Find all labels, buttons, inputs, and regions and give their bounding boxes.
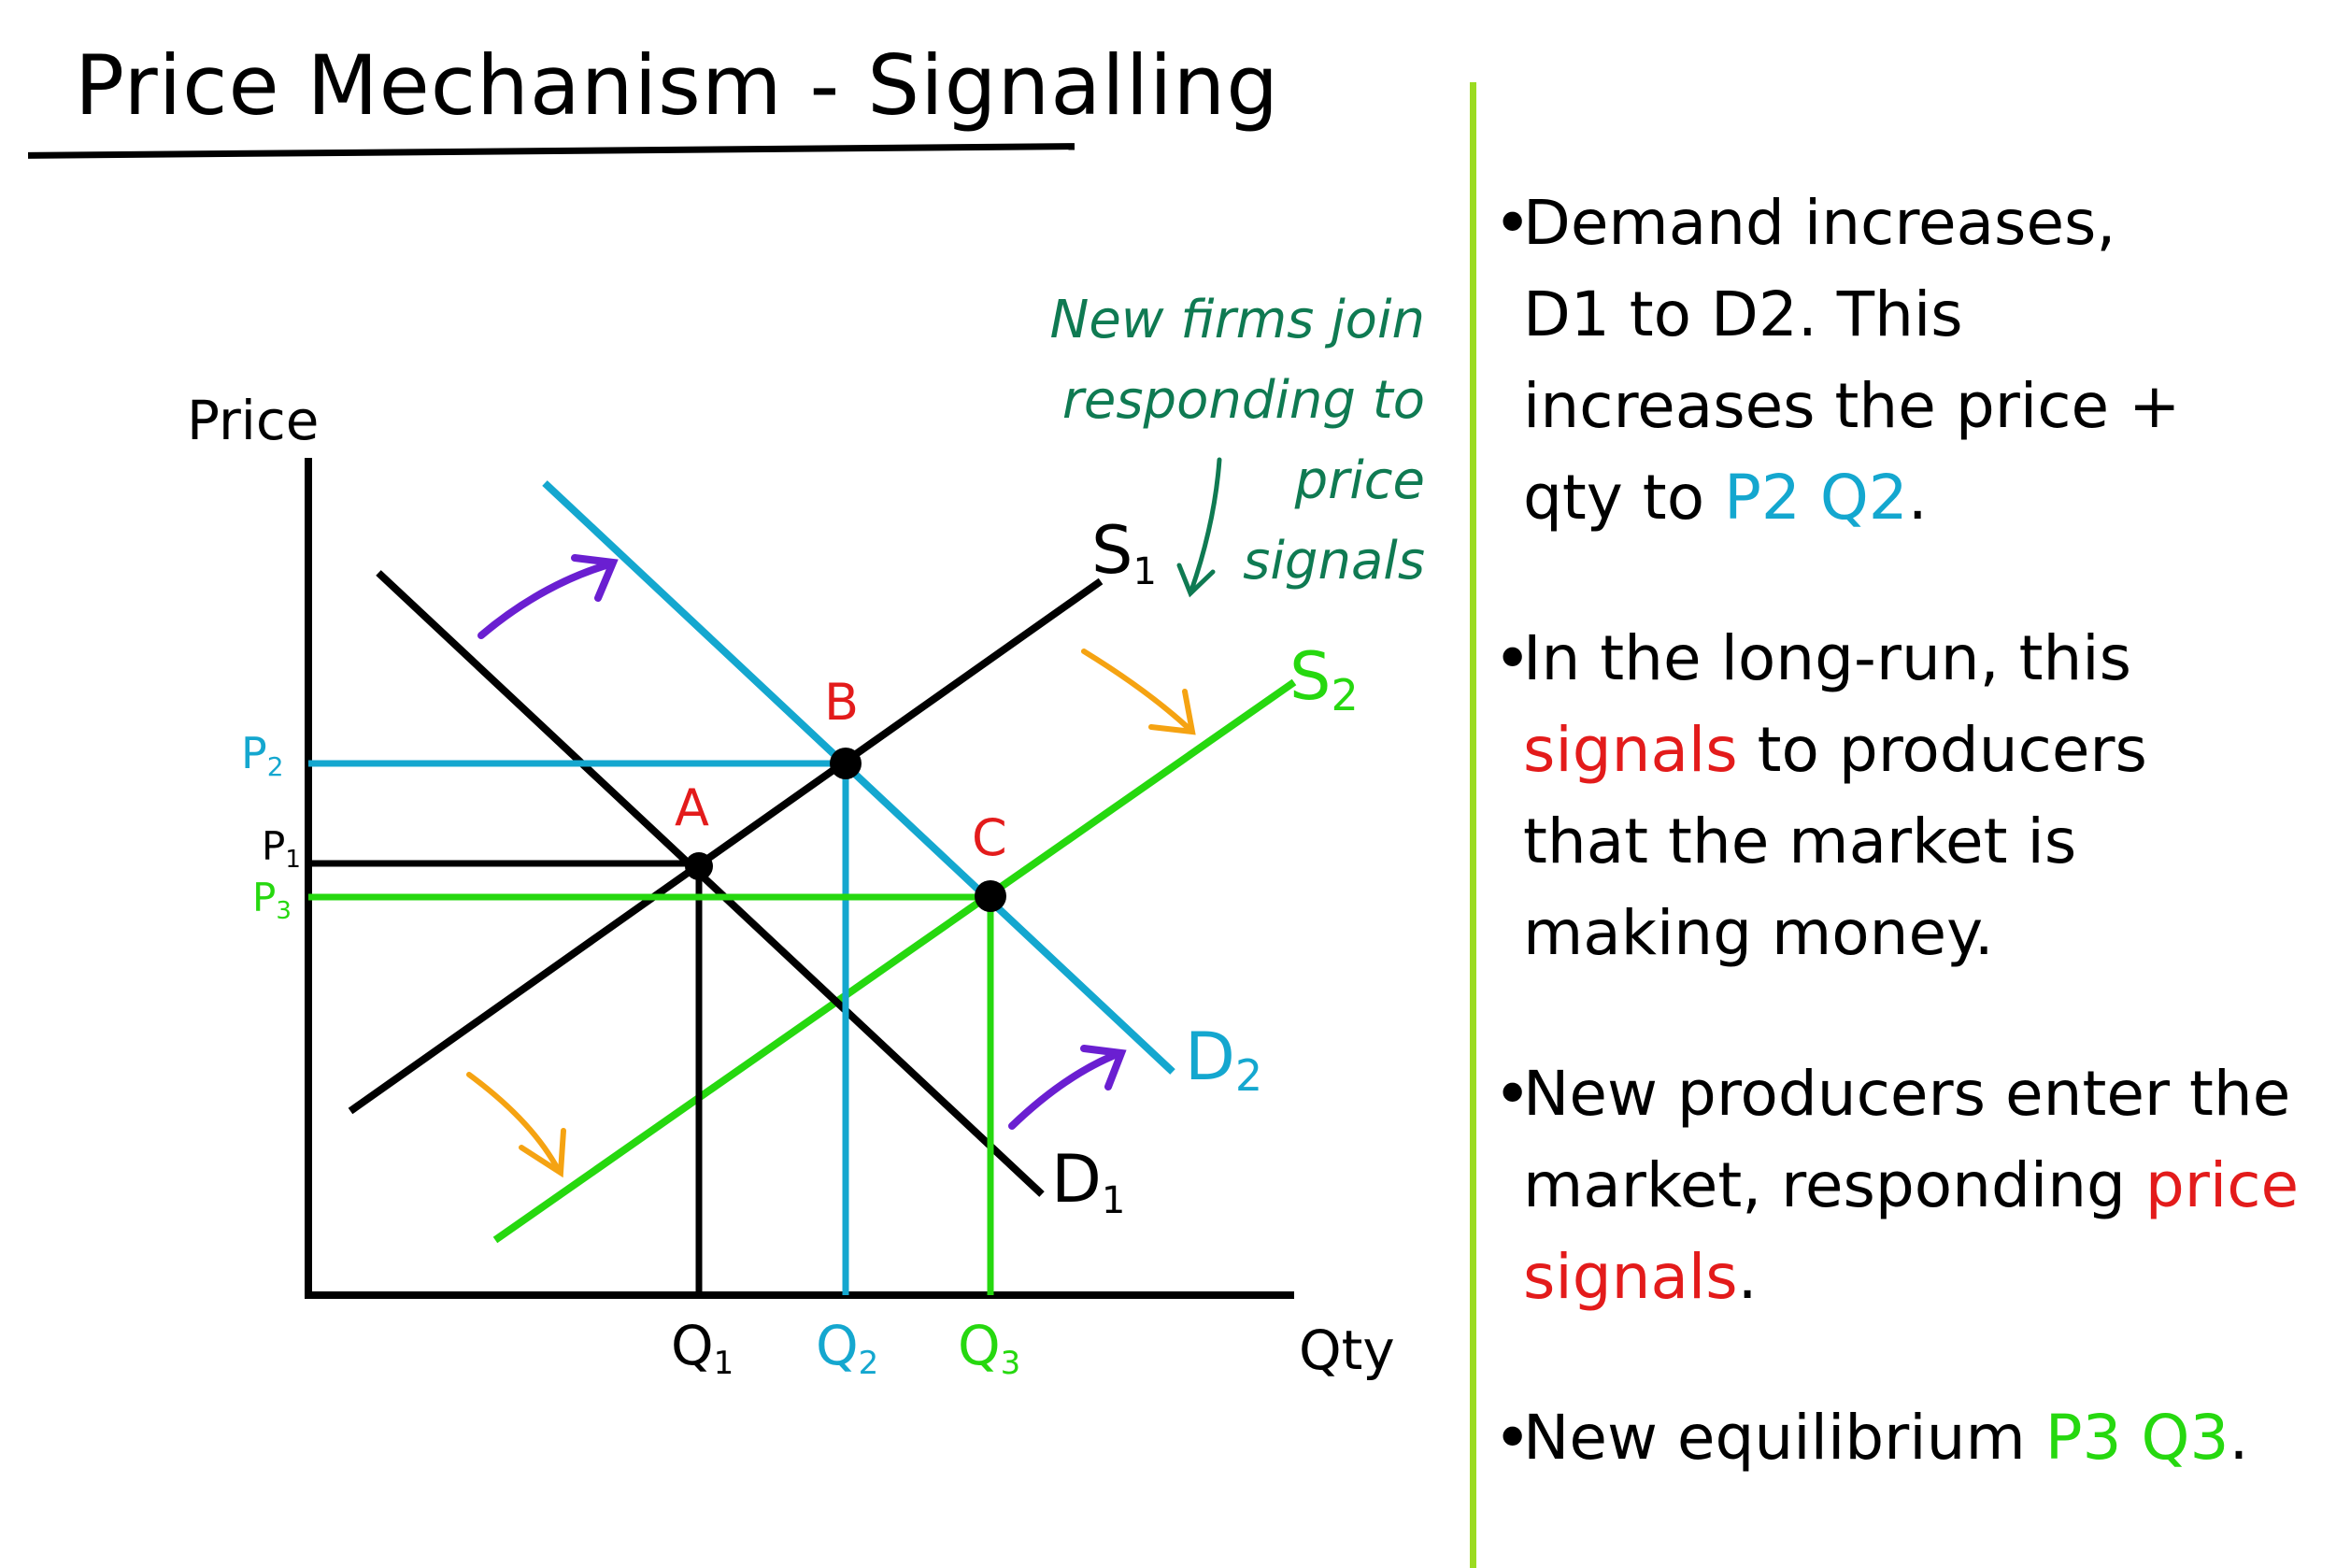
supply-curve-s2 [492,678,1297,1244]
note-bullet-2: • In the long-run, this signals to produ… [1486,613,2327,979]
note-bullet-1: • Demand increases, D1 to D2. This incre… [1486,178,2327,544]
point-a-dot [685,852,713,880]
bullet-1-line-1: Demand increases, [1523,187,2116,259]
p2-label: P2 [241,728,284,782]
bullet-4-text: New equilibrium [1523,1402,2026,1474]
bullet-2-signals: signals [1523,714,1738,786]
notes-panel: • Demand increases, D1 to D2. This incre… [1486,178,2327,1553]
bullet-3-line-2: market, responding price [1523,1140,2327,1232]
vertical-divider [1470,82,1476,1568]
bullet-dot: • [1493,1056,1532,1133]
demand-curve-d1 [376,570,1045,1197]
bullet-2-line-4: making money. [1523,897,1994,969]
bullet-3-signals: signals [1523,1241,1738,1313]
bullet-dot: • [1493,620,1532,697]
bullet-dot: • [1493,185,1532,262]
note-bullet-3: • New producers enter the market, respon… [1486,1048,2327,1323]
point-b-label: B [824,673,859,732]
q3-label: Q3 [958,1314,1020,1382]
note-bullet-4: • New equilibrium P3 Q3. [1486,1392,2327,1484]
d2-label: D2 [1185,1019,1262,1101]
y-axis-label: Price [187,389,320,452]
bullet-1-p2q2: P2 Q2 [1724,462,1908,534]
new-firms-annotation: New firms join responding to price signa… [920,280,1425,602]
s1-label: S1 [1091,512,1157,593]
bullet-3-line-2-text: market, responding [1523,1149,2126,1221]
annotation-line-2: responding to price [1061,370,1425,511]
point-c-dot [975,880,1006,912]
p3-label: P3 [252,875,292,925]
x-axis-label: Qty [1299,1319,1395,1382]
point-c-label: C [972,808,1007,867]
supply-shift-arrow-upper [1081,649,1196,735]
bullet-1-line-4: qty to P2 Q2. [1523,452,2327,544]
bullet-1-line-4-text: qty to [1523,462,1705,534]
q2-label: Q2 [816,1314,878,1382]
d1-label: D1 [1051,1141,1125,1222]
bullet-2-line-2-text: to producers [1757,714,2147,786]
annotation-line-1: New firms join [1049,290,1425,350]
demand-shift-arrow-lower [1008,1045,1127,1130]
bullet-1-line-3: increases the price + [1523,370,2181,442]
bullet-3-line-3: signals. [1523,1232,2327,1323]
demand-curve-d2 [542,480,1175,1075]
bullet-dot: • [1493,1400,1532,1476]
page-title: Price Mechanism - Signalling [75,37,1280,134]
bullet-4-period: . [2229,1402,2249,1474]
bullet-3-period: . [1737,1241,1758,1313]
bullet-4-p3q3: P3 Q3 [2044,1402,2229,1474]
q1-label: Q1 [671,1314,734,1382]
bullet-2-line-2: signals to producers [1523,705,2327,796]
supply-curve-s1 [348,577,1104,1115]
bullet-1-period: . [1907,462,1928,534]
bullet-4-line-1: New equilibrium P3 Q3. [1523,1392,2327,1484]
bullet-1-line-2: D1 to D2. This [1523,278,1963,350]
bullet-3-price: price [2144,1149,2300,1221]
supply-shift-arrow-lower [466,1072,566,1178]
bullet-3-line-1: New producers enter the [1523,1058,2291,1130]
point-b-dot [830,748,862,779]
annotation-line-3: signals [1243,531,1425,592]
annotation-arrow [1176,457,1222,598]
s2-label: S2 [1289,638,1359,720]
point-a-label: A [675,778,709,837]
bullet-2-line-3: that the market is [1523,805,2077,877]
demand-shift-arrow-upper [477,554,619,639]
bullet-2-line-1: In the long-run, this [1523,622,2132,694]
p1-label: P1 [262,823,301,874]
